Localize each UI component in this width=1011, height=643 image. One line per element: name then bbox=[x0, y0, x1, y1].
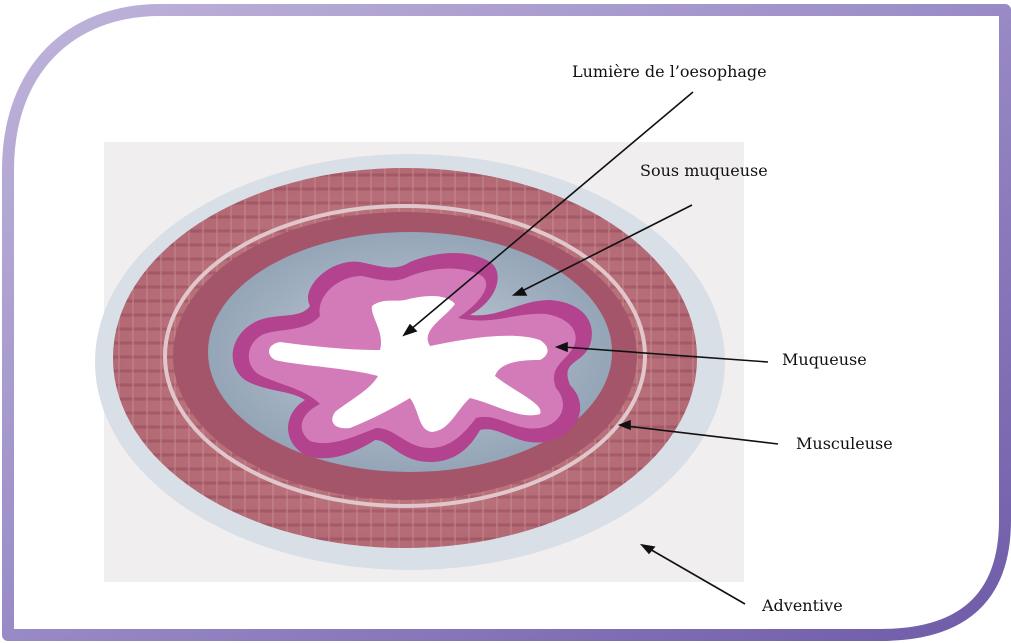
label-adventive: Adventive bbox=[762, 598, 843, 614]
label-sous-muqueuse: Sous muqueuse bbox=[640, 163, 768, 179]
label-musculeuse: Musculeuse bbox=[796, 436, 893, 452]
label-lumiere-oesophage: Lumière de l’oesophage bbox=[572, 64, 767, 80]
label-muqueuse: Muqueuse bbox=[782, 352, 867, 368]
